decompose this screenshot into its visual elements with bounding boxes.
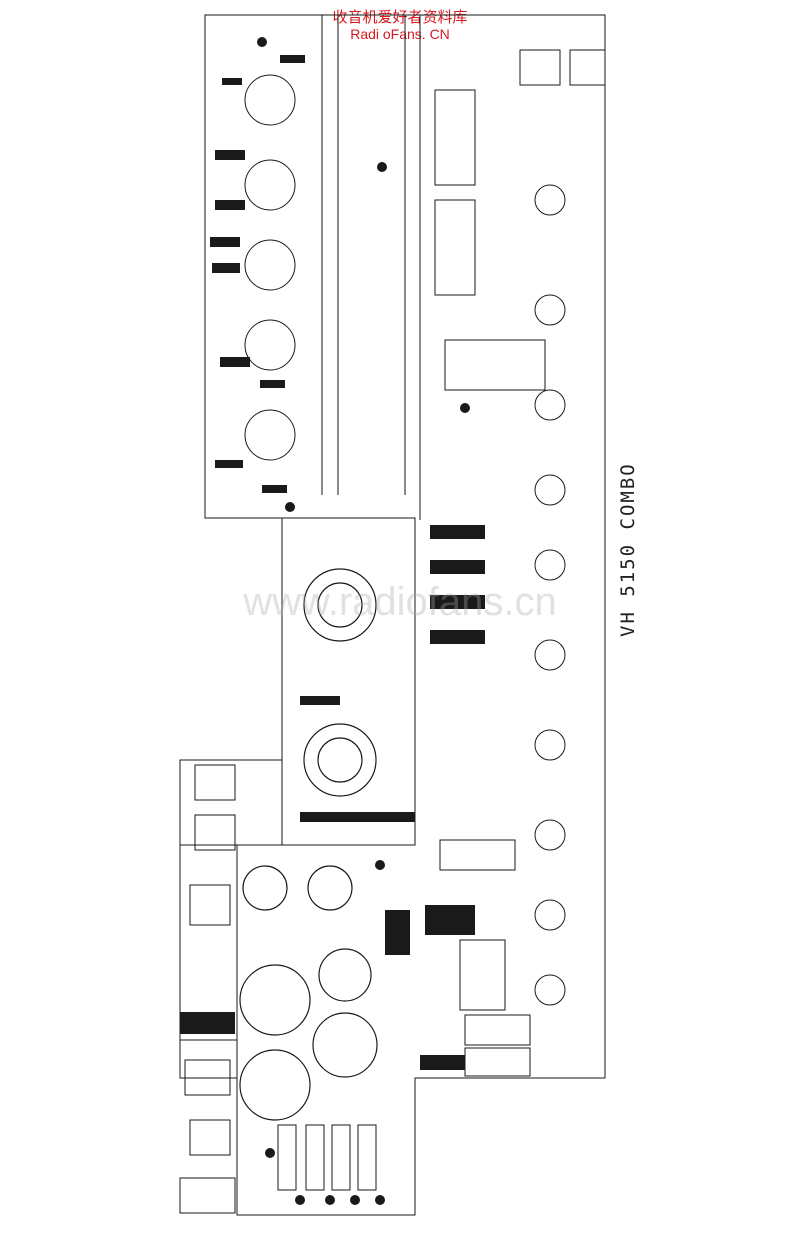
small-components [180, 55, 485, 1070]
ic-packages [434, 89, 546, 1077]
lower-section-divider [180, 760, 283, 1041]
board-model-label: VH 5150 COMBO [617, 462, 639, 637]
vertical-bus-left [321, 15, 339, 495]
fuse-holders [277, 1124, 377, 1191]
site-name-chinese: 收音机爱好者资料库 [332, 8, 468, 26]
vertical-bus-right [404, 15, 421, 520]
board-outline [179, 14, 606, 1216]
inner-section-divider [236, 517, 416, 1078]
site-name-english: Radi oFans. CN [350, 26, 450, 42]
potentiometers [534, 184, 566, 1006]
connection-pads [257, 37, 470, 1205]
input-jacks [179, 49, 606, 1214]
filter-capacitors [239, 865, 378, 1121]
tube-sockets [244, 74, 296, 461]
power-tube-sockets [303, 568, 377, 797]
